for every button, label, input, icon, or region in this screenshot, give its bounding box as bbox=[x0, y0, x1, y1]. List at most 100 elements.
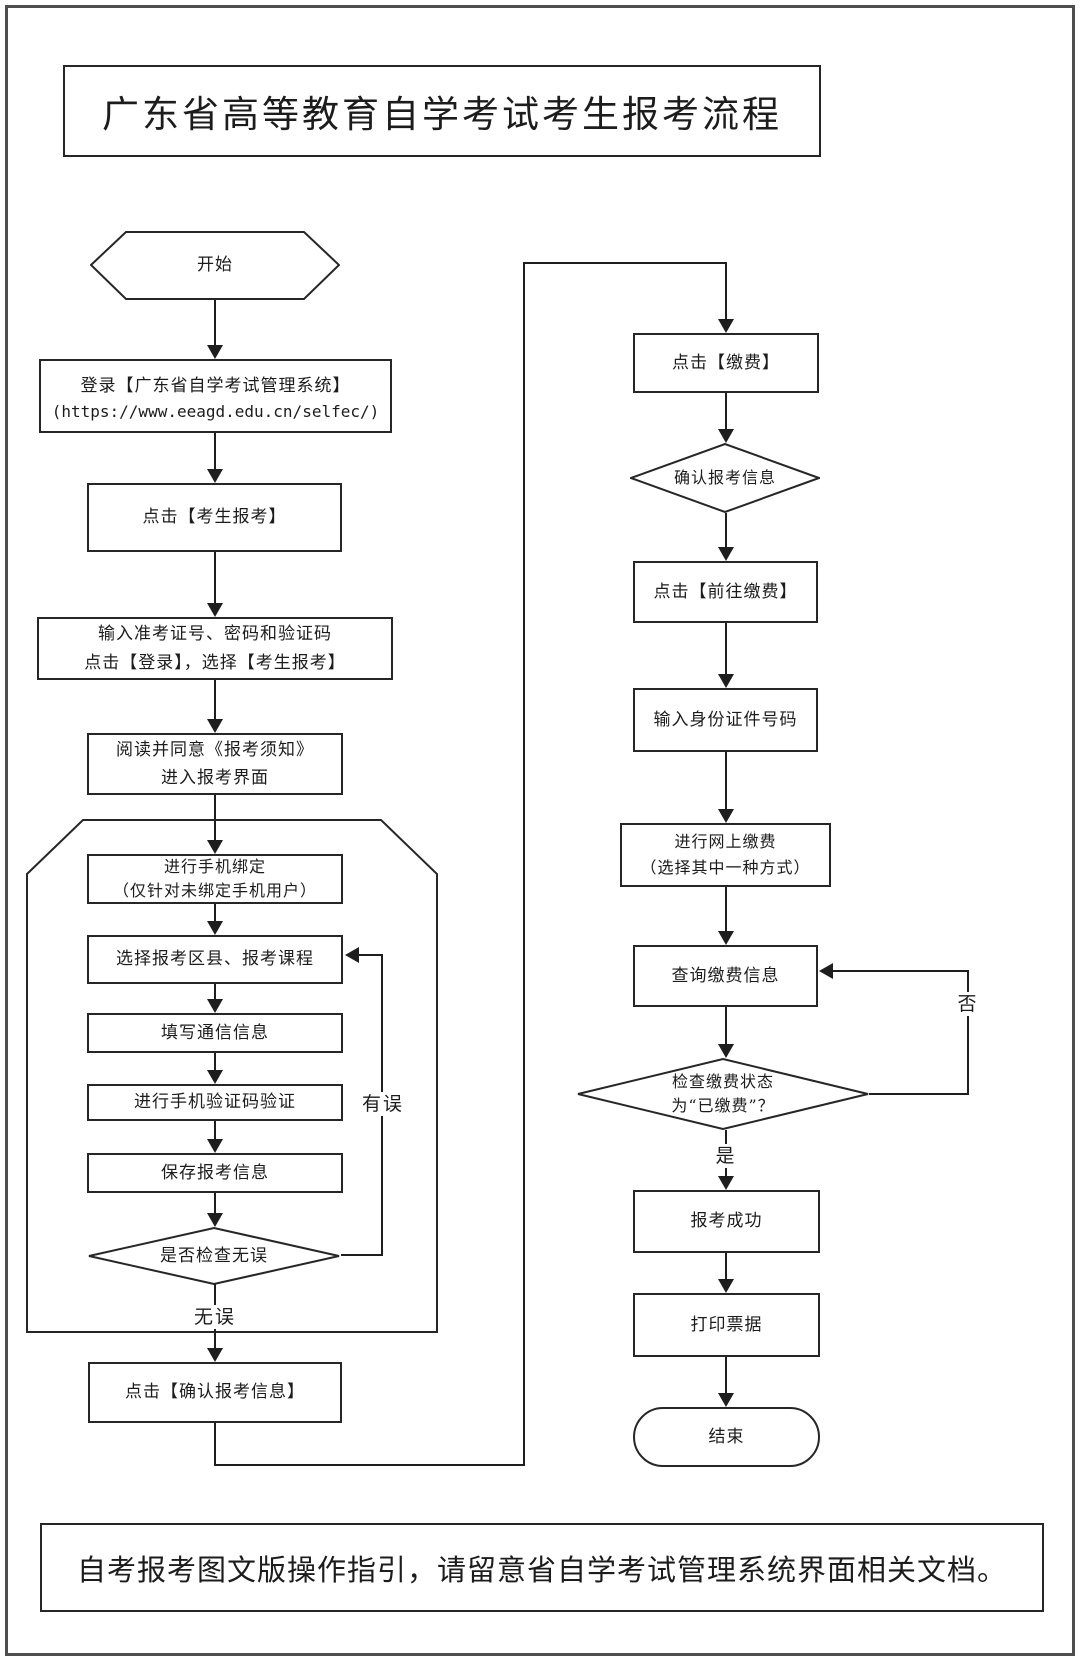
node-input-credentials: 输入准考证号、密码和验证码 点击【登录】，选择【考生报考】 bbox=[37, 617, 393, 680]
arrowhead-register-credentials bbox=[207, 603, 223, 617]
connector-select-contact bbox=[214, 984, 216, 1000]
node-select-district-courses: 选择报考区县、报考课程 bbox=[87, 935, 343, 984]
connector-checkpaid-no-out bbox=[869, 1093, 969, 1095]
arrowhead-login-register bbox=[207, 469, 223, 483]
node-check-paid: 检查缴费状态 为“已缴费”？ bbox=[577, 1058, 869, 1130]
node-sms-verify: 进行手机验证码验证 bbox=[87, 1084, 343, 1121]
arrowhead-gotopay-inputid bbox=[718, 674, 734, 688]
node-query-pay-label: 查询缴费信息 bbox=[671, 965, 780, 986]
node-click-pay: 点击【缴费】 bbox=[633, 333, 819, 393]
title-box: 广东省高等教育自学考试考生报考流程 bbox=[63, 65, 821, 157]
node-fill-contact: 填写通信信息 bbox=[87, 1013, 343, 1053]
node-goto-pay-label: 点击【前往缴费】 bbox=[653, 581, 798, 602]
node-confirm-info: 点击【确认报考信息】 bbox=[88, 1362, 342, 1423]
node-confirm-info-label: 点击【确认报考信息】 bbox=[125, 1382, 305, 1403]
arrowhead-print-end bbox=[718, 1393, 734, 1407]
connector-onlinepay-query bbox=[725, 887, 727, 932]
edge-label-no-error: 无误 bbox=[185, 1305, 245, 1329]
node-save-info-label: 保存报考信息 bbox=[161, 1162, 269, 1183]
node-goto-pay: 点击【前往缴费】 bbox=[633, 561, 818, 623]
node-online-pay: 进行网上缴费 （选择其中一种方式） bbox=[620, 823, 831, 887]
arrowhead-bind-select bbox=[207, 921, 223, 935]
node-input-id-label: 输入身份证件号码 bbox=[653, 709, 798, 730]
node-start-label: 开始 bbox=[197, 255, 233, 276]
node-fill-contact-label: 填写通信信息 bbox=[161, 1022, 269, 1043]
connector-gotopay-inputid bbox=[725, 623, 727, 675]
arrowhead-select-contact bbox=[207, 999, 223, 1013]
node-start: 开始 bbox=[90, 231, 340, 300]
decision-diamond-shape bbox=[577, 1058, 869, 1130]
node-input-credentials-label: 输入准考证号、密码和验证码 点击【登录】，选择【考生报考】 bbox=[84, 624, 346, 673]
node-bind-phone-label: 进行手机绑定 （仅针对未绑定手机用户） bbox=[112, 857, 317, 900]
arrowhead-contact-sms bbox=[207, 1070, 223, 1084]
node-click-pay-label: 点击【缴费】 bbox=[672, 352, 780, 373]
loop-container-shape bbox=[26, 819, 438, 1333]
hexagon-shape bbox=[90, 231, 340, 300]
connector-query-checkpaid bbox=[725, 1007, 727, 1045]
node-read-notice: 阅读并同意《报考须知》 进入报考界面 bbox=[87, 733, 343, 795]
node-query-pay: 查询缴费信息 bbox=[633, 945, 818, 1007]
connector-into-pay bbox=[725, 262, 727, 320]
connector-bind-select bbox=[214, 904, 216, 922]
connector-contact-sms bbox=[214, 1053, 216, 1071]
arrowhead-notice-bind bbox=[207, 840, 223, 854]
node-print-receipt-label: 打印票据 bbox=[690, 1314, 763, 1335]
node-bind-phone: 进行手机绑定 （仅针对未绑定手机用户） bbox=[87, 854, 343, 904]
arrowhead-check-confirm bbox=[207, 1348, 223, 1362]
node-confirm-reg: 确认报考信息 bbox=[630, 443, 820, 513]
connector-start-login bbox=[214, 300, 216, 346]
connector-credentials-notice bbox=[214, 680, 216, 720]
arrowhead-error-select bbox=[345, 947, 359, 963]
node-check-ok: 是否检查无误 bbox=[88, 1227, 340, 1285]
node-save-info: 保存报考信息 bbox=[87, 1153, 343, 1193]
connector-top-across bbox=[523, 262, 727, 264]
loop-container bbox=[26, 819, 438, 1334]
connector-confirm-down bbox=[214, 1423, 216, 1466]
edge-label-error: 有误 bbox=[352, 1092, 414, 1116]
node-success: 报考成功 bbox=[633, 1190, 820, 1253]
node-read-notice-label: 阅读并同意《报考须知》 进入报考界面 bbox=[116, 739, 314, 788]
connector-notice-bind bbox=[214, 795, 216, 841]
node-print-receipt: 打印票据 bbox=[633, 1293, 820, 1357]
arrowhead-pay-confirmreg bbox=[718, 429, 734, 443]
node-check-paid-label: 检查缴费状态 为“已缴费”？ bbox=[671, 1072, 775, 1115]
connector-confirmreg-gotopay bbox=[725, 513, 727, 548]
connector-bottom-across bbox=[214, 1464, 525, 1466]
connector-print-end bbox=[725, 1357, 727, 1394]
arrowhead-onlinepay-query bbox=[718, 931, 734, 945]
arrowhead-inputid-onlinepay bbox=[718, 809, 734, 823]
connector-error-into-select bbox=[359, 954, 382, 956]
decision-diamond-shape bbox=[630, 443, 820, 513]
node-end: 结束 bbox=[633, 1407, 820, 1467]
connector-no-up bbox=[967, 971, 969, 1095]
connector-login-register bbox=[214, 433, 216, 470]
node-sms-verify-label: 进行手机验证码验证 bbox=[134, 1092, 296, 1113]
connector-check-error-out bbox=[341, 1254, 383, 1256]
node-input-id: 输入身份证件号码 bbox=[633, 688, 818, 752]
decision-diamond-shape bbox=[88, 1227, 340, 1285]
arrowhead-save-check bbox=[207, 1213, 223, 1227]
node-click-candidate-register-label: 点击【考生报考】 bbox=[142, 507, 287, 528]
node-success-label: 报考成功 bbox=[690, 1211, 763, 1232]
arrowhead-query-checkpaid bbox=[718, 1044, 734, 1058]
connector-success-print bbox=[725, 1253, 727, 1280]
connector-pay-confirmreg bbox=[725, 393, 727, 430]
outer-frame bbox=[5, 5, 1075, 1656]
node-click-candidate-register: 点击【考生报考】 bbox=[87, 483, 342, 552]
connector-register-credentials bbox=[214, 552, 216, 604]
edge-label-no: 否 bbox=[951, 992, 985, 1016]
node-login-label: 登录【广东省自学考试管理系统】 bbox=[80, 376, 351, 397]
node-login-url: (https://www.eeagd.edu.cn/selfec/) bbox=[51, 401, 380, 421]
footer-note: 自考报考图文版操作指引，请留意省自学考试管理系统界面相关文档。 bbox=[76, 1552, 1007, 1587]
edge-label-yes: 是 bbox=[711, 1144, 741, 1168]
node-check-ok-label: 是否检查无误 bbox=[160, 1245, 268, 1266]
arrowhead-sms-save bbox=[207, 1139, 223, 1153]
connector-save-check bbox=[214, 1193, 216, 1214]
connector-middle-up bbox=[523, 262, 525, 1466]
page-title: 广东省高等教育自学考试考生报考流程 bbox=[102, 93, 782, 136]
arrowhead-start-login bbox=[207, 345, 223, 359]
node-end-label: 结束 bbox=[708, 1426, 745, 1447]
connector-inputid-onlinepay bbox=[725, 752, 727, 810]
arrowhead-credentials-notice bbox=[207, 719, 223, 733]
